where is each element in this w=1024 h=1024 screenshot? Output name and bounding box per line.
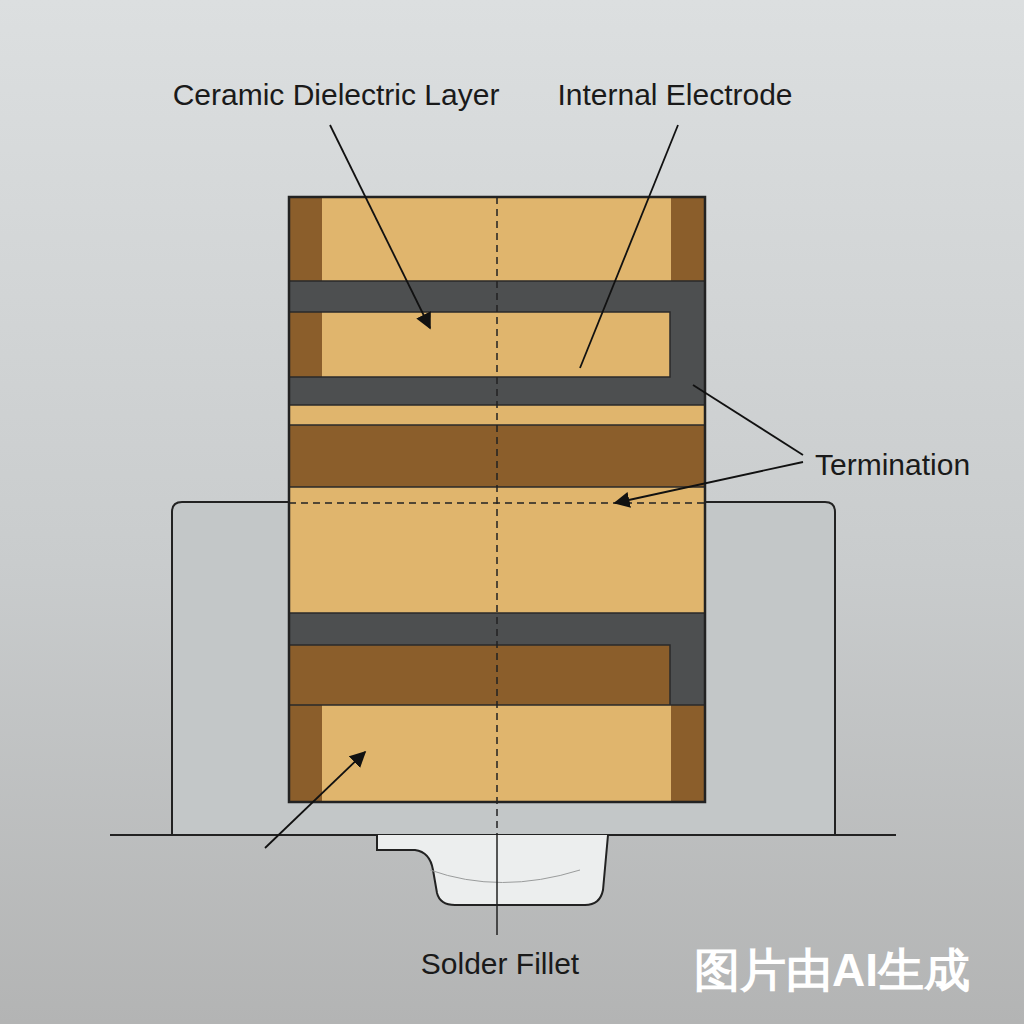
leader-line [693, 385, 803, 455]
part-label: Internal Electrode [557, 78, 792, 111]
part-label: Termination [815, 448, 970, 481]
solder-fillet [377, 835, 608, 905]
leader-line [615, 462, 803, 503]
leader-line [580, 125, 678, 368]
leader-line [496, 840, 498, 935]
part-label: Ceramic Dielectric Layer [173, 78, 500, 111]
part-label: Solder Fillet [421, 947, 579, 980]
leader-line [265, 752, 365, 848]
leader-line [330, 125, 430, 328]
watermark: 图片由AI生成 [694, 945, 970, 996]
center-line [496, 197, 498, 840]
center-line [289, 502, 705, 504]
fillet-shade [430, 870, 580, 883]
